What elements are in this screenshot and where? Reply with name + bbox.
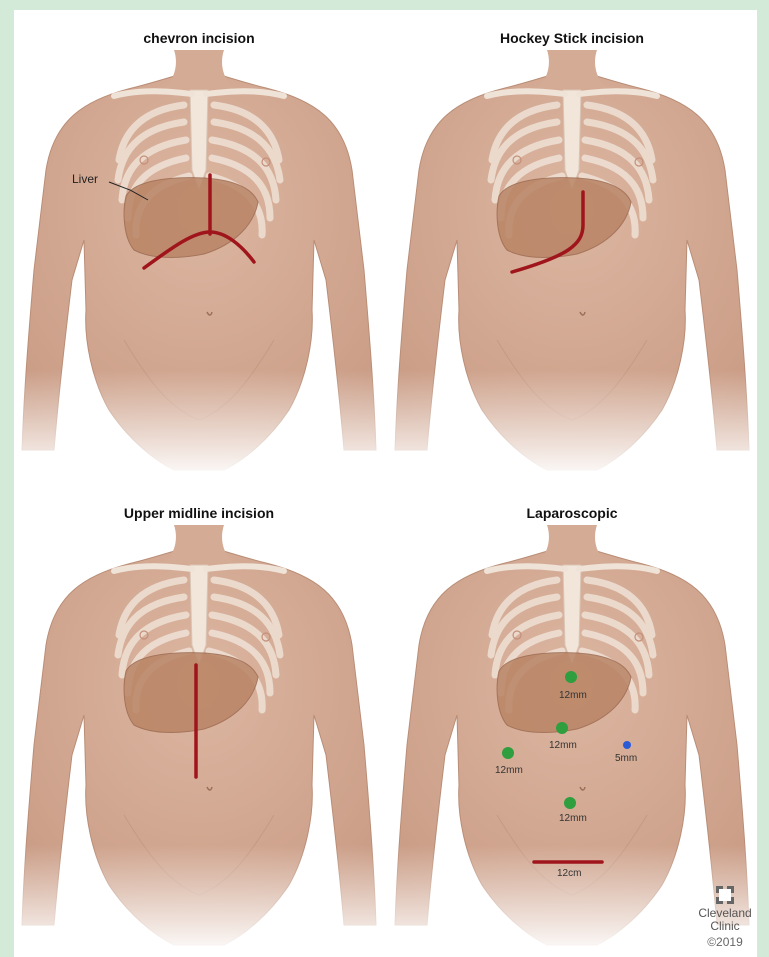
torso-illustration-chevron [14,10,384,480]
port-label: 12mm [495,765,523,776]
panel-chevron-incision: chevron incision Liver [14,10,384,480]
cleveland-clinic-logo: Cleveland Clinic ©2019 [695,885,755,949]
illustration-card: chevron incision Liver Hockey Stick inci… [14,10,757,957]
panel-hockey-stick-incision: Hockey Stick incision [387,10,757,480]
port-label: 12mm [559,813,587,824]
liver-label: Liver [72,172,98,186]
port-marker [623,741,631,749]
panel-title: Hockey Stick incision [387,30,757,46]
logo-line-2: Clinic [695,920,755,933]
port-label: 12mm [549,740,577,751]
port-label: 12mm [559,690,587,701]
torso-illustration-upper-midline [14,485,384,955]
port-marker [556,722,568,734]
panel-title: chevron incision [14,30,384,46]
panel-title: Laparoscopic [387,505,757,521]
incision-length-label: 12cm [557,868,581,879]
cleveland-clinic-mark-icon [715,885,735,905]
port-label: 5mm [615,753,637,764]
port-marker [565,671,577,683]
panel-title: Upper midline incision [14,505,384,521]
torso-illustration-hockey-stick [387,10,757,480]
port-marker [502,747,514,759]
port-marker [564,797,576,809]
copyright-year: ©2019 [695,935,755,949]
panel-upper-midline-incision: Upper midline incision [14,485,384,955]
